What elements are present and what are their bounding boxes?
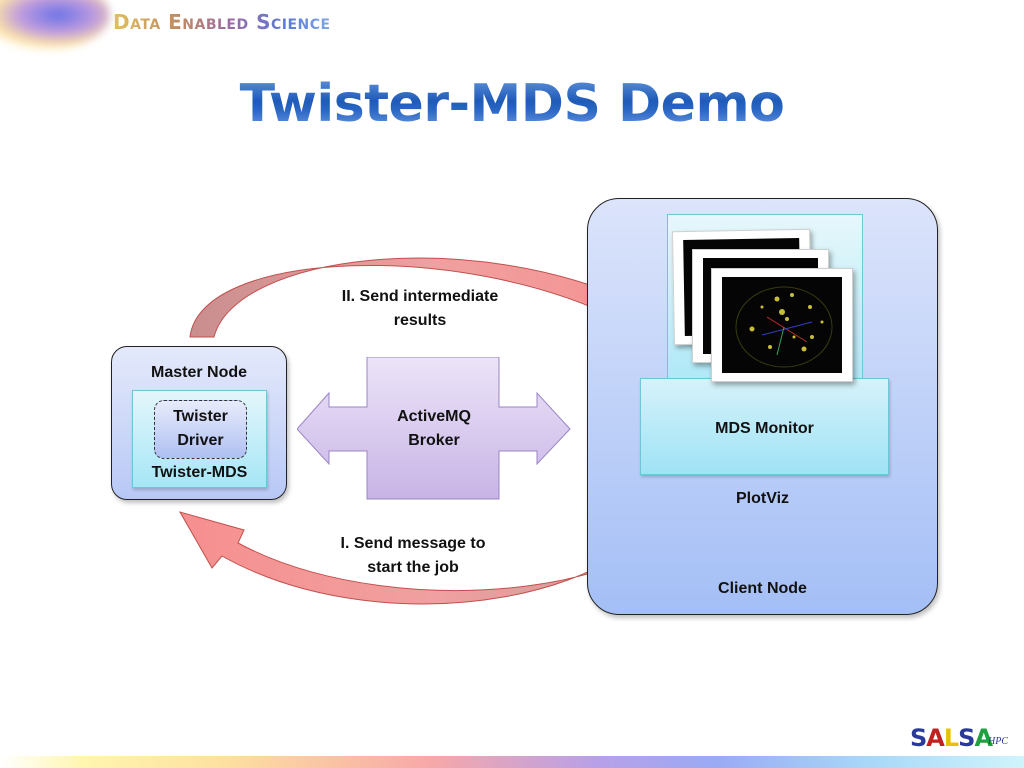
brand-title: Data Enabled Science [113,10,331,34]
salsa-logo-text: SALSA [910,724,993,752]
twister-mds-box: Twister Driver Twister-MDS [132,390,267,488]
client-node-title: Client Node [718,580,807,597]
twister-driver-box: Twister Driver [154,400,247,459]
broker-label-line2: Broker [408,432,460,449]
plotviz-label: PlotViz [735,490,790,507]
master-node-title: Master Node [150,364,248,381]
mds-monitor-box: MDS Monitor [640,378,889,475]
broker-label-line1: ActiveMQ [397,408,471,425]
mds-monitor-label: MDS Monitor [715,420,814,437]
slide-title: Twister-MDS Demo [0,74,1024,134]
plot-frame-3 [711,268,853,382]
broker-double-arrow-shape [297,357,571,500]
flow-label-step1: I. Send message to start the job [318,532,508,580]
footer-color-band [0,756,1024,768]
plot-image-3 [722,277,842,373]
twister-driver-label-line1: Twister [173,408,228,425]
flow-label-step2-line2: results [393,312,447,329]
flow-label-step1-line2: start the job [367,559,459,576]
master-node: Master Node Twister Driver Twister-MDS [111,346,287,500]
flow-label-step1-line1: I. Send message to [340,535,486,552]
twister-mds-label: Twister-MDS [151,464,248,481]
salsa-hpc-logo: SALSA HPC [910,724,1020,754]
flow-label-step2: II. Send intermediate results [320,285,520,333]
twister-driver-label-line2: Driver [177,432,224,449]
flow-label-step2-line1: II. Send intermediate [341,288,499,305]
salsa-logo-sub: HPC [988,736,1008,747]
activemq-broker: ActiveMQ Broker [297,357,571,500]
